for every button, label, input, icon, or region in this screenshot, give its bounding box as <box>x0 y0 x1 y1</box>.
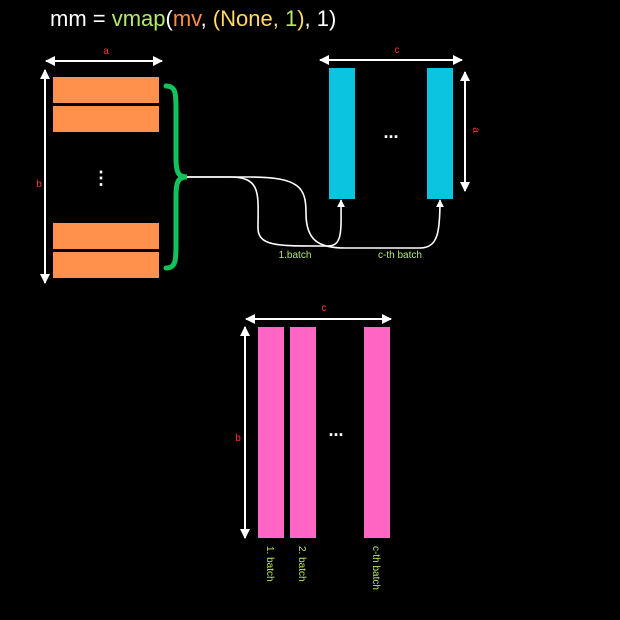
title-last: 1) <box>317 6 337 31</box>
batch-label-last: c-th batch <box>378 250 422 261</box>
matrix-width-label: a <box>103 46 109 57</box>
title-argument: mv <box>173 6 202 31</box>
title-tuple-one: 1 <box>285 6 297 31</box>
vector-ellipsis: ... <box>383 122 398 142</box>
result-column-2 <box>290 327 316 538</box>
result-width-label: c <box>322 303 327 314</box>
vector-width-label: c <box>395 45 400 56</box>
title-tuple-close: ) <box>297 6 304 31</box>
batch-label-first: 1.batch <box>279 250 312 261</box>
result-column-3 <box>364 327 390 538</box>
result-label-2: 2. batch <box>296 546 307 582</box>
vector-column-last <box>427 68 453 199</box>
title-function: vmap <box>112 6 166 31</box>
matrix-row-4 <box>53 252 159 278</box>
title-open-paren: ( <box>166 6 174 31</box>
matrix-row-3 <box>53 223 159 249</box>
result-label-3: c-th batch <box>370 546 381 590</box>
title-sep2: , <box>305 6 317 31</box>
matrix-row-1 <box>53 77 159 103</box>
title-sep1: , <box>201 6 213 31</box>
curly-brace <box>163 83 188 271</box>
connector-first-batch <box>187 176 346 247</box>
result-height-label: b <box>235 433 241 444</box>
title-tuple-open: (None, <box>213 6 285 31</box>
matrix-row-2 <box>53 106 159 132</box>
result-label-1: 1. batch <box>264 546 275 582</box>
result-column-1 <box>258 327 284 538</box>
matrix-vertical-ellipsis: ⋮ <box>92 168 110 188</box>
vector-height-label: a <box>470 127 481 133</box>
result-ellipsis: ... <box>328 420 343 440</box>
title-prefix: mm = <box>50 6 112 31</box>
connector-last-batch <box>187 176 444 249</box>
matrix-height-label: b <box>36 179 42 190</box>
title-expression: mm = vmap(mv, (None, 1), 1) <box>50 6 336 31</box>
vector-column-first <box>329 68 355 199</box>
